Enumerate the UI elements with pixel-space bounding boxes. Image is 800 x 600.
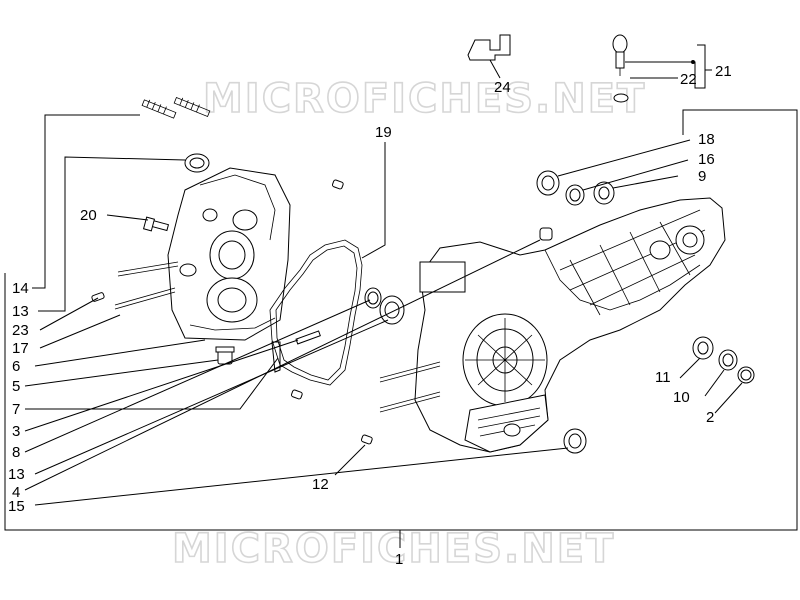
- label-part-7: 7: [12, 401, 20, 418]
- ref-dot-21: [691, 60, 695, 64]
- label-part-12: 12: [312, 476, 329, 493]
- dowel-right: [539, 227, 553, 241]
- label-part-11: 11: [655, 369, 671, 386]
- label-part-22: 22: [680, 71, 697, 88]
- left-crankcase-half: [114, 167, 291, 341]
- label-part-17: 17: [12, 340, 29, 357]
- oil-seal-small: [184, 153, 210, 173]
- bearings-lower-right: [692, 336, 755, 384]
- label-part-10: 10: [673, 389, 690, 406]
- breather-part-21: [612, 34, 628, 76]
- label-part-19: 19: [375, 124, 392, 141]
- assembly-frame: [4, 109, 798, 548]
- label-part-20: 20: [80, 207, 97, 224]
- label-part-14: 14: [12, 280, 29, 297]
- label-part-18: 18: [698, 131, 715, 148]
- watermark-top: MICROFICHES.NET: [203, 76, 646, 122]
- label-part-21: 21: [715, 63, 732, 80]
- label-part-3: 3: [12, 423, 20, 440]
- label-part-23: 23: [12, 322, 29, 339]
- washer-part-22: [613, 93, 629, 103]
- leader-lines: [24, 44, 743, 506]
- label-part-5: 5: [12, 378, 20, 395]
- stud-bolts: [141, 96, 211, 119]
- label-part-13-upper: 13: [12, 303, 29, 320]
- label-part-9: 9: [698, 168, 706, 185]
- right-crankcase-half: [379, 197, 726, 453]
- pin-part-3: [295, 330, 321, 345]
- middle-seals: [364, 287, 405, 325]
- bracket-part-24: [467, 34, 511, 61]
- label-part-2: 2: [706, 409, 714, 426]
- label-part-8: 8: [12, 444, 20, 461]
- label-part-13-lower: 13: [8, 466, 25, 483]
- label-part-24: 24: [494, 79, 511, 96]
- screw-part-20: [142, 216, 170, 232]
- label-part-1: 1: [395, 551, 403, 568]
- bracket-part-7: [271, 341, 281, 373]
- label-part-6: 6: [12, 358, 20, 375]
- label-part-15: 15: [8, 498, 25, 515]
- label-part-4: 4: [12, 484, 20, 501]
- part-labels: 1 2 3 4 5 6 7 8 9 10 11 12 13 13 14 15 1…: [8, 63, 732, 568]
- watermark-bottom: MICROFICHES.NET: [172, 526, 615, 572]
- dowel-pins: [91, 179, 373, 445]
- bearings-top-right: [536, 170, 615, 206]
- crankcase-gasket: [269, 239, 363, 386]
- bearing-part-15: [563, 428, 587, 454]
- label-part-16: 16: [698, 151, 715, 168]
